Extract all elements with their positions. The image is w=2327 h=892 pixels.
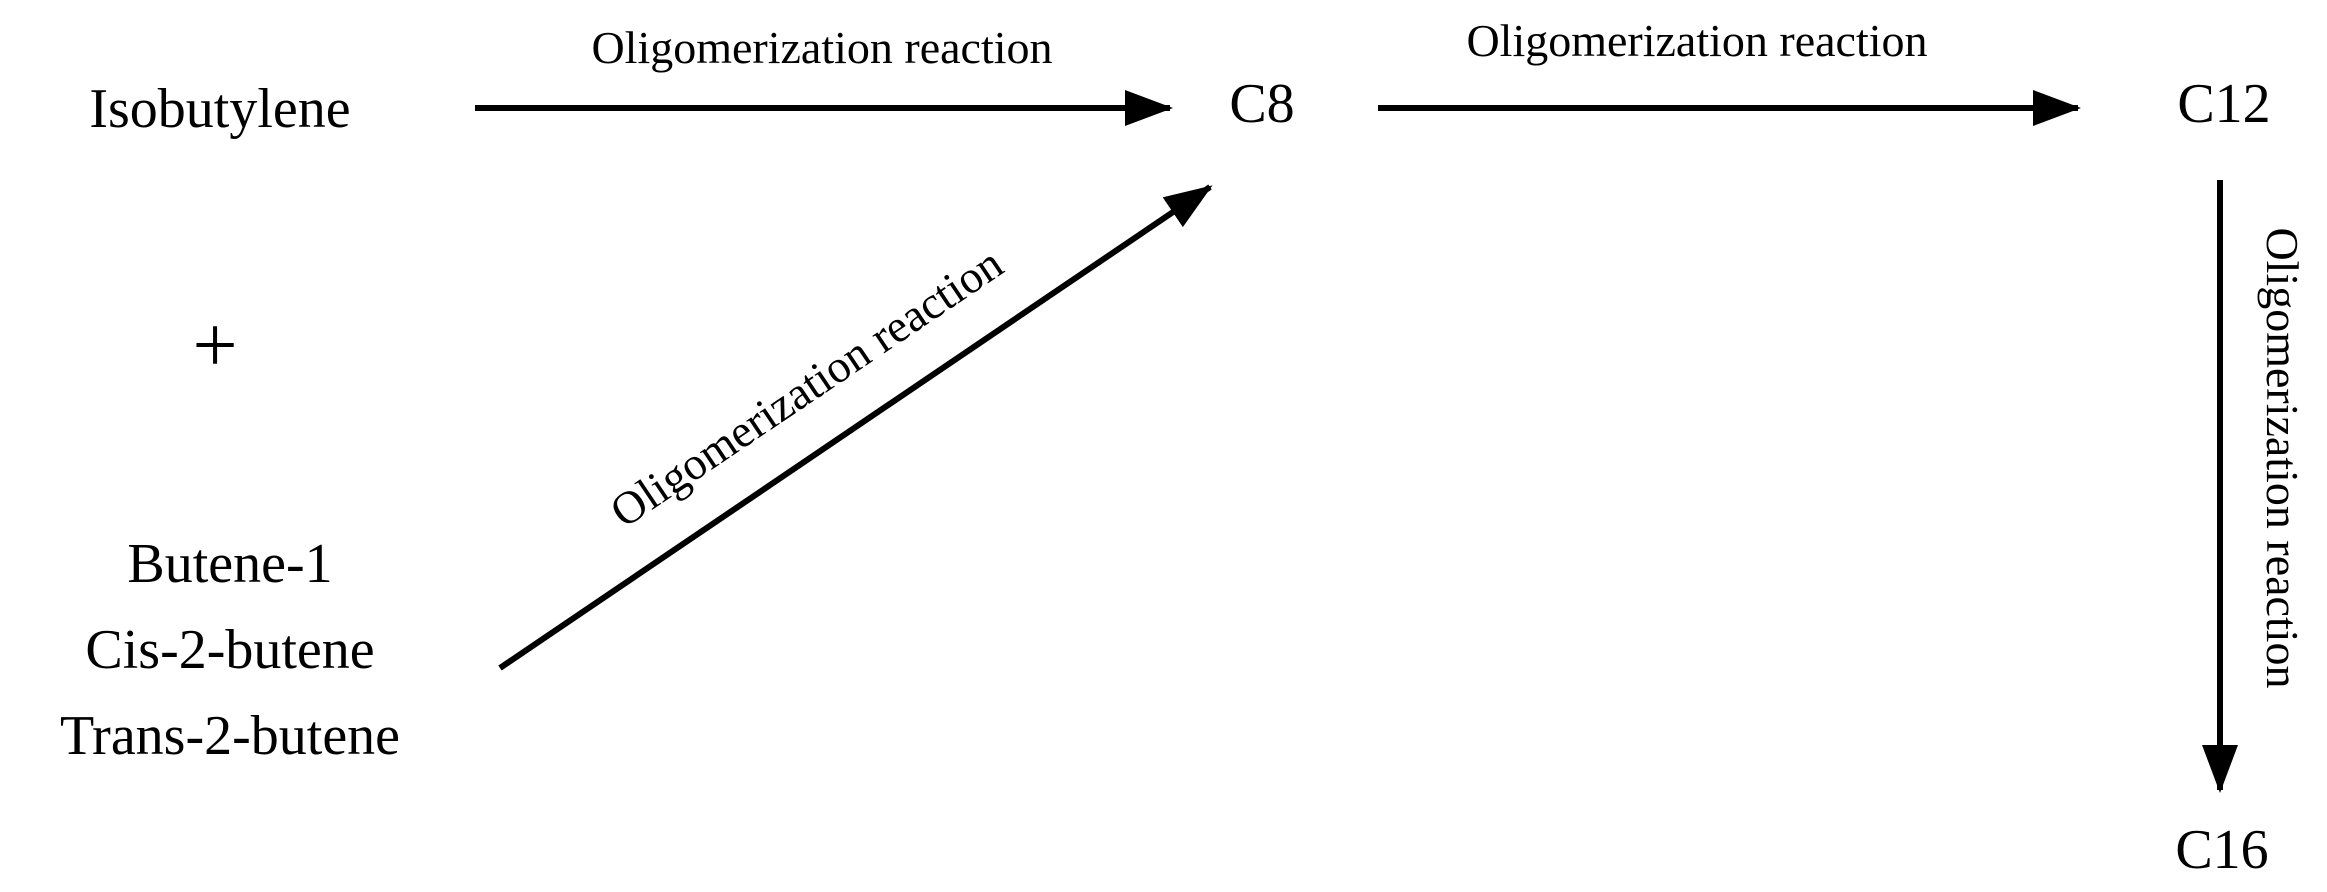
node-butene-1: Butene-1 <box>127 533 332 595</box>
node-trans-2-butene: Trans-2-butene <box>60 705 400 767</box>
node-cis-2-butene: Cis-2-butene <box>85 619 374 681</box>
label-isobutylene-to-c8: Oligomerization reaction <box>591 22 1052 73</box>
node-c12: C12 <box>2177 73 2270 135</box>
node-c16: C16 <box>2175 819 2268 881</box>
plus-sign: + <box>192 302 237 390</box>
label-butenes-to-c8: Oligomerization reaction <box>601 237 1012 537</box>
node-c8: C8 <box>1229 73 1294 135</box>
label-c12-to-c16: Oligomerization reaction <box>2257 227 2308 688</box>
node-isobutylene: Isobutylene <box>89 78 350 140</box>
arrow-butenes-to-c8 <box>498 184 1213 671</box>
label-c8-to-c12: Oligomerization reaction <box>1466 15 1927 66</box>
